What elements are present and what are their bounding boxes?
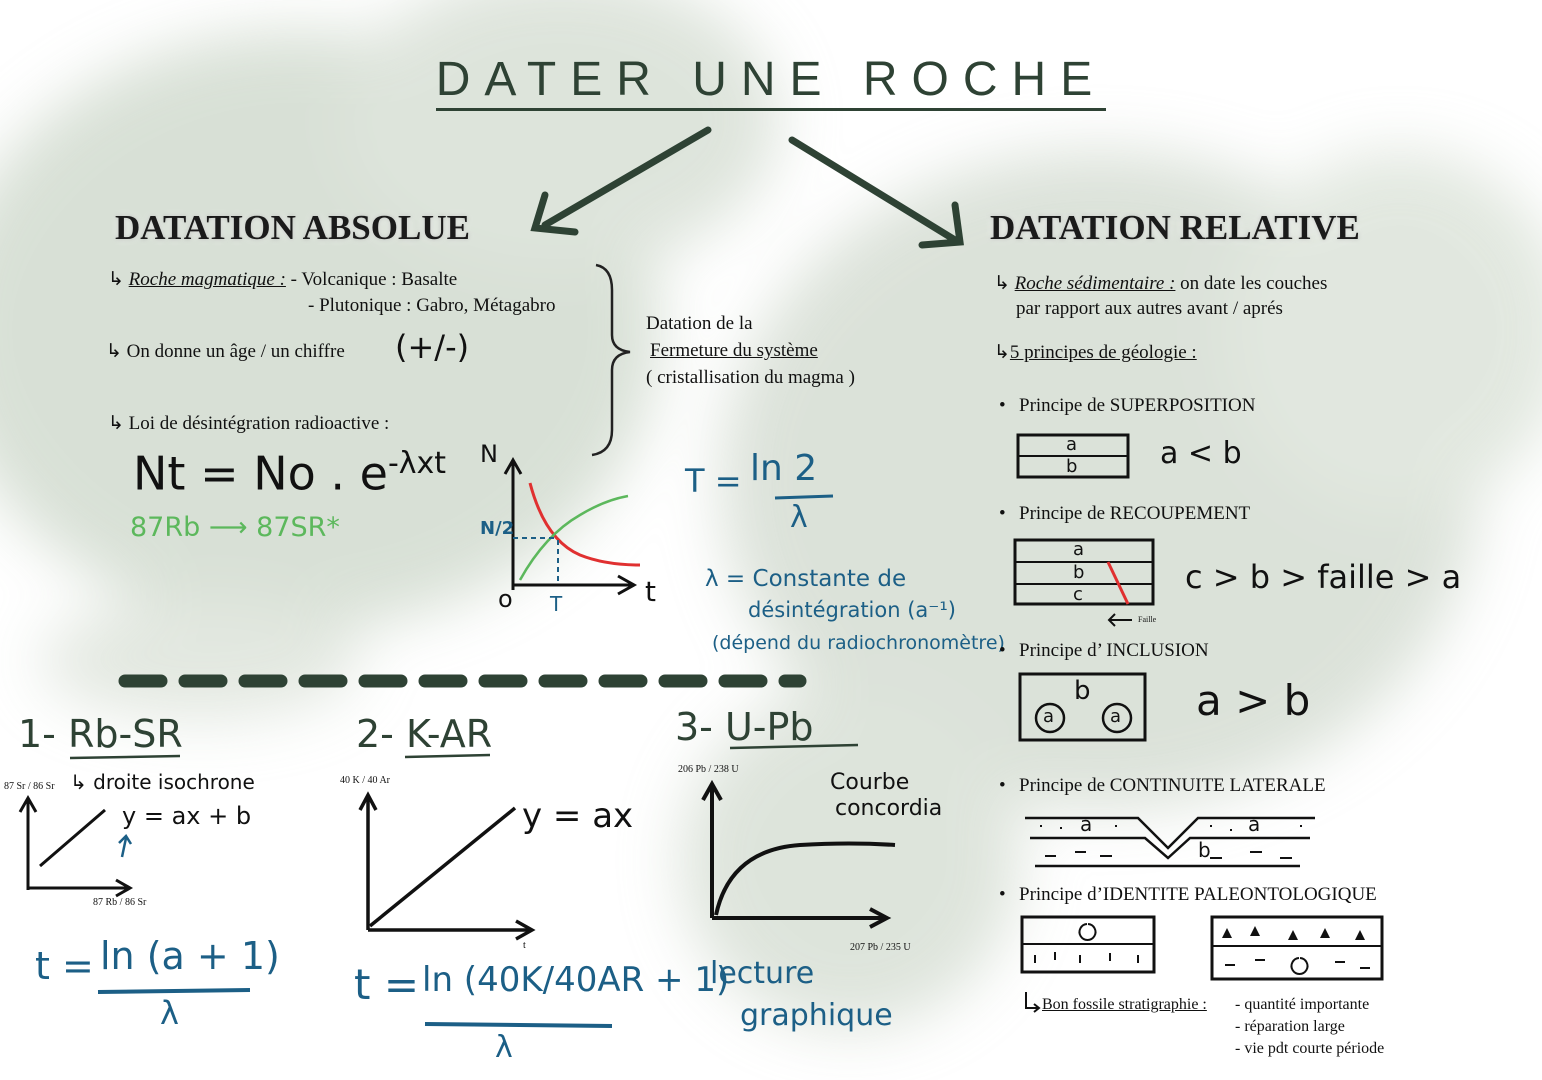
- fossile-item-1: - quantité importante: [1235, 996, 1370, 1013]
- principe-inclusion: Principe d’ INCLUSION: [999, 640, 1209, 662]
- hook-icon: ↳: [108, 413, 129, 434]
- rbsr-formula-left: t =: [35, 944, 94, 988]
- fossile-label: Bon fossile stratigraphie :: [1042, 996, 1207, 1013]
- upb-y-axis: 206 Pb / 238 U: [678, 764, 739, 775]
- principe-superposition: Principe de SUPERPOSITION: [999, 395, 1255, 417]
- roche-sedimentaire-2: par rapport aux autres avant / aprés: [1016, 298, 1283, 319]
- rbsr-note: ↳ droite isochrone: [70, 770, 255, 794]
- recoupement-b: b: [1073, 562, 1085, 583]
- graph-t-axis-label: t: [645, 575, 656, 608]
- fossile-item-3: - vie pdt courte période: [1235, 1040, 1385, 1057]
- absolue-heading: DATATION ABSOLUE: [115, 208, 470, 247]
- kar-formula-left: t =: [354, 960, 420, 1009]
- upb-x-axis: 207 Pb / 235 U: [850, 942, 911, 953]
- lambda-line-2: désintégration (a⁻¹): [748, 598, 956, 622]
- rbsr-heading: 1- Rb-SR: [18, 712, 183, 756]
- kar-formula-num: ln (40K/40AR + 1): [422, 960, 730, 1000]
- loi-line: ↳ Loi de désintégration radioactive :: [108, 413, 390, 434]
- kar-x-axis: t: [523, 940, 526, 951]
- superposition-relation: a < b: [1160, 436, 1242, 471]
- roche-magmatique: ↳ Roche magmatique : - Volcanique : Basa…: [108, 269, 458, 290]
- superposition-b: b: [1066, 456, 1078, 477]
- fermeture-line-3: ( cristallisation du magma ): [646, 367, 855, 388]
- rb-sr-equation: 87Rb ⟶ 87SR*: [130, 512, 340, 543]
- rbsr-x-axis: 87 Rb / 86 Sr: [93, 897, 147, 908]
- rbsr-equation: y = ax + b: [122, 802, 252, 830]
- graph-n-label: N: [480, 440, 498, 468]
- upb-heading: 3- U-Pb: [675, 705, 814, 749]
- rbsr-formula-den: λ: [160, 994, 179, 1032]
- kar-heading: 2- K-AR: [356, 712, 493, 756]
- inclusion-a-1: a: [1043, 706, 1055, 727]
- continuite-a-1: a: [1080, 812, 1093, 836]
- kar-formula-den: λ: [495, 1030, 513, 1065]
- rbsr-formula-num: ln (a + 1): [100, 934, 280, 978]
- hook-icon: ↳: [108, 269, 129, 290]
- hook-icon: ↳: [994, 273, 1015, 294]
- superposition-a: a: [1066, 434, 1078, 455]
- continuite-b: b: [1198, 838, 1211, 862]
- hook-icon: ↳: [994, 342, 1010, 363]
- upb-lecture-2: graphique: [740, 998, 893, 1033]
- upb-curve-label-2: concordia: [835, 796, 943, 821]
- fossile-item-2: - réparation large: [1235, 1018, 1345, 1035]
- kar-equation: y = ax: [522, 796, 634, 836]
- fermeture-line-2: Fermeture du système: [650, 340, 818, 361]
- arrow-right-icon: ⟶: [208, 512, 248, 543]
- plutonique-line: - Plutonique : Gabro, Métagabro: [308, 295, 556, 316]
- graph-n2-label: N/2: [480, 518, 515, 539]
- age-mark: (+/-): [395, 328, 470, 366]
- roche-sedimentaire: ↳ Roche sédimentaire : on date les couch…: [994, 273, 1328, 294]
- recoupement-a: a: [1073, 539, 1085, 560]
- hook-icon: ↳: [106, 341, 127, 362]
- age-line: ↳ On donne un âge / un chiffre: [106, 341, 345, 362]
- inclusion-b: b: [1074, 676, 1091, 706]
- upb-lecture: lecture: [710, 956, 815, 991]
- upb-curve-label: Courbe: [830, 770, 910, 795]
- fermeture-line-1: Datation de la: [646, 313, 753, 334]
- page-title: DATER UNE ROCHE: [0, 52, 1542, 111]
- principe-paleontologique: Principe d’IDENTITE PALEONTOLOGIQUE: [999, 884, 1377, 906]
- recoupement-relation: c > b > faille > a: [1185, 558, 1462, 596]
- inclusion-a-2: a: [1110, 706, 1122, 727]
- kar-y-axis: 40 K / 40 Ar: [340, 775, 390, 786]
- inclusion-relation: a > b: [1196, 676, 1311, 725]
- half-life-num: ln 2: [750, 448, 818, 489]
- graph-T-label: T: [550, 592, 563, 616]
- continuite-a-2: a: [1248, 812, 1261, 836]
- rbsr-y-axis: 87 Sr / 86 Sr: [4, 781, 55, 792]
- faille-label: Faille: [1138, 615, 1157, 624]
- hook-icon: ↳: [70, 770, 94, 794]
- decay-formula: Nt = No . e-λxt: [133, 446, 447, 501]
- principes-title: ↳5 principes de géologie :: [994, 342, 1197, 363]
- lambda-line-3: (dépend du radiochronomètre): [712, 632, 1005, 654]
- principe-continuite: Principe de CONTINUITE LATERALE: [999, 775, 1326, 797]
- half-life-left: T =: [685, 462, 742, 500]
- principe-recoupement: Principe de RECOUPEMENT: [999, 503, 1250, 525]
- relative-heading: DATATION RELATIVE: [990, 208, 1360, 247]
- lambda-line-1: λ = Constante de: [705, 566, 907, 592]
- half-life-den: λ: [790, 500, 808, 535]
- recoupement-c: c: [1073, 584, 1083, 605]
- graph-origin-label: o: [498, 585, 513, 613]
